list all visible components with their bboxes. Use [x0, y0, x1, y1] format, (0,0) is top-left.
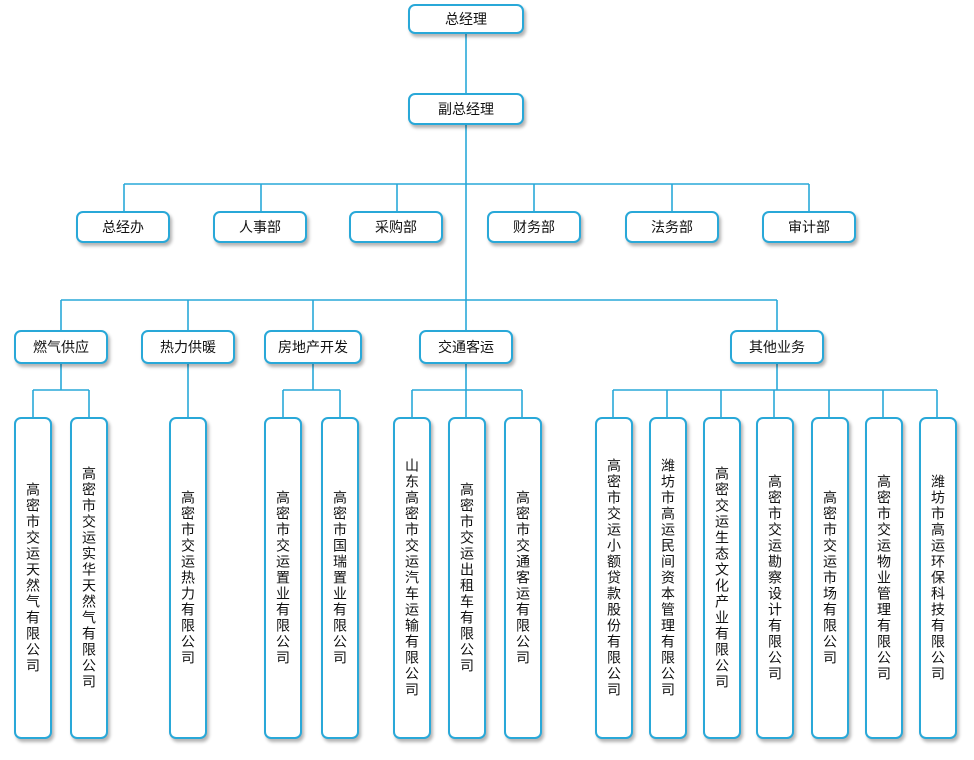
company-estate-2: 高密市国瑞置业有限公司	[321, 417, 359, 739]
sector-real-estate: 房地产开发	[264, 330, 362, 364]
company-other-5: 高密市交运市场有限公司	[811, 417, 849, 739]
company-other-4: 高密市交运勘察设计有限公司	[756, 417, 794, 739]
dept-finance: 财务部	[487, 211, 581, 243]
company-transport-2: 高密市交运出租车有限公司	[448, 417, 486, 739]
company-other-3: 高密交运生态文化产业有限公司	[703, 417, 741, 739]
dept-audit: 审计部	[762, 211, 856, 243]
company-heat-1: 高密市交运热力有限公司	[169, 417, 207, 739]
deputy-general-manager-node: 副总经理	[408, 93, 524, 125]
dept-legal: 法务部	[625, 211, 719, 243]
dept-purchasing: 采购部	[349, 211, 443, 243]
sector-other-business: 其他业务	[730, 330, 824, 364]
general-manager-node: 总经理	[408, 4, 524, 34]
company-other-1: 高密市交运小额贷款股份有限公司	[595, 417, 633, 739]
company-other-6: 高密市交运物业管理有限公司	[865, 417, 903, 739]
dept-hr: 人事部	[213, 211, 307, 243]
sector-gas-supply: 燃气供应	[14, 330, 108, 364]
sector-transport: 交通客运	[419, 330, 513, 364]
company-transport-1: 山东高密市交运汽车运输有限公司	[393, 417, 431, 739]
company-transport-3: 高密市交通客运有限公司	[504, 417, 542, 739]
company-gas-1: 高密市交运天然气有限公司	[14, 417, 52, 739]
company-estate-1: 高密市交运置业有限公司	[264, 417, 302, 739]
company-other-2: 潍坊市高运民间资本管理有限公司	[649, 417, 687, 739]
company-gas-2: 高密市交运实华天然气有限公司	[70, 417, 108, 739]
company-other-7: 潍坊市高运环保科技有限公司	[919, 417, 957, 739]
sector-heating: 热力供暖	[141, 330, 235, 364]
dept-general-office: 总经办	[76, 211, 170, 243]
